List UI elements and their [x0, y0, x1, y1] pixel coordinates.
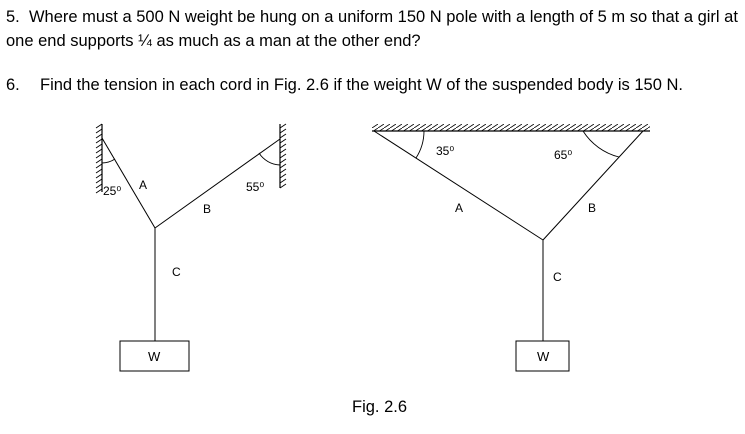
problem-6-number: 6.: [6, 76, 20, 94]
left-weight-label: W: [148, 349, 161, 364]
right-weight-label: W: [537, 349, 550, 364]
left-diagram: 25⁰ A 55⁰ B C W: [95, 123, 287, 372]
right-cord-label-b: B: [588, 201, 596, 215]
figure-caption: Fig. 2.6: [352, 398, 408, 416]
problem-5-text: Where must a 500 N weight be hung on a u…: [6, 8, 738, 50]
right-cord-b: [542, 130, 644, 241]
right-cord-label-c: C: [553, 270, 562, 284]
left-cord-a: [101, 137, 156, 229]
left-weight-box: [119, 340, 190, 372]
right-weight-box: [515, 340, 570, 372]
right-diagram: 35⁰ 65⁰ A B C W: [372, 124, 650, 372]
right-angle-arc-a: [415, 130, 425, 159]
right-wall-hatch: [279, 123, 287, 189]
right-angle-label-b: 65⁰: [554, 148, 572, 162]
right-angle-arc-b: [582, 130, 620, 158]
right-cord-label-a: A: [455, 201, 463, 215]
problem-6: 6. Find the tension in each cord in Fig. …: [6, 73, 741, 97]
left-angle-arc-a: [101, 158, 116, 164]
left-angle-label-a: 25⁰: [103, 184, 121, 198]
left-cord-label-c: C: [172, 265, 181, 279]
left-wall-hatch: [95, 123, 103, 194]
left-angle-label-b: 55⁰: [246, 180, 264, 194]
problem-5-number: 5.: [6, 8, 20, 26]
right-cord-a: [373, 130, 544, 241]
problem-5: 5. Where must a 500 N weight be hung on …: [6, 5, 741, 53]
ceiling-hatch: [372, 124, 650, 131]
right-angle-label-a: 35⁰: [436, 144, 454, 158]
left-cord-label-b: B: [203, 202, 211, 216]
left-cord-label-a: A: [139, 178, 147, 192]
problem-6-text: Find the tension in each cord in Fig. 2.…: [40, 76, 683, 94]
left-angle-arc-b: [258, 152, 281, 166]
